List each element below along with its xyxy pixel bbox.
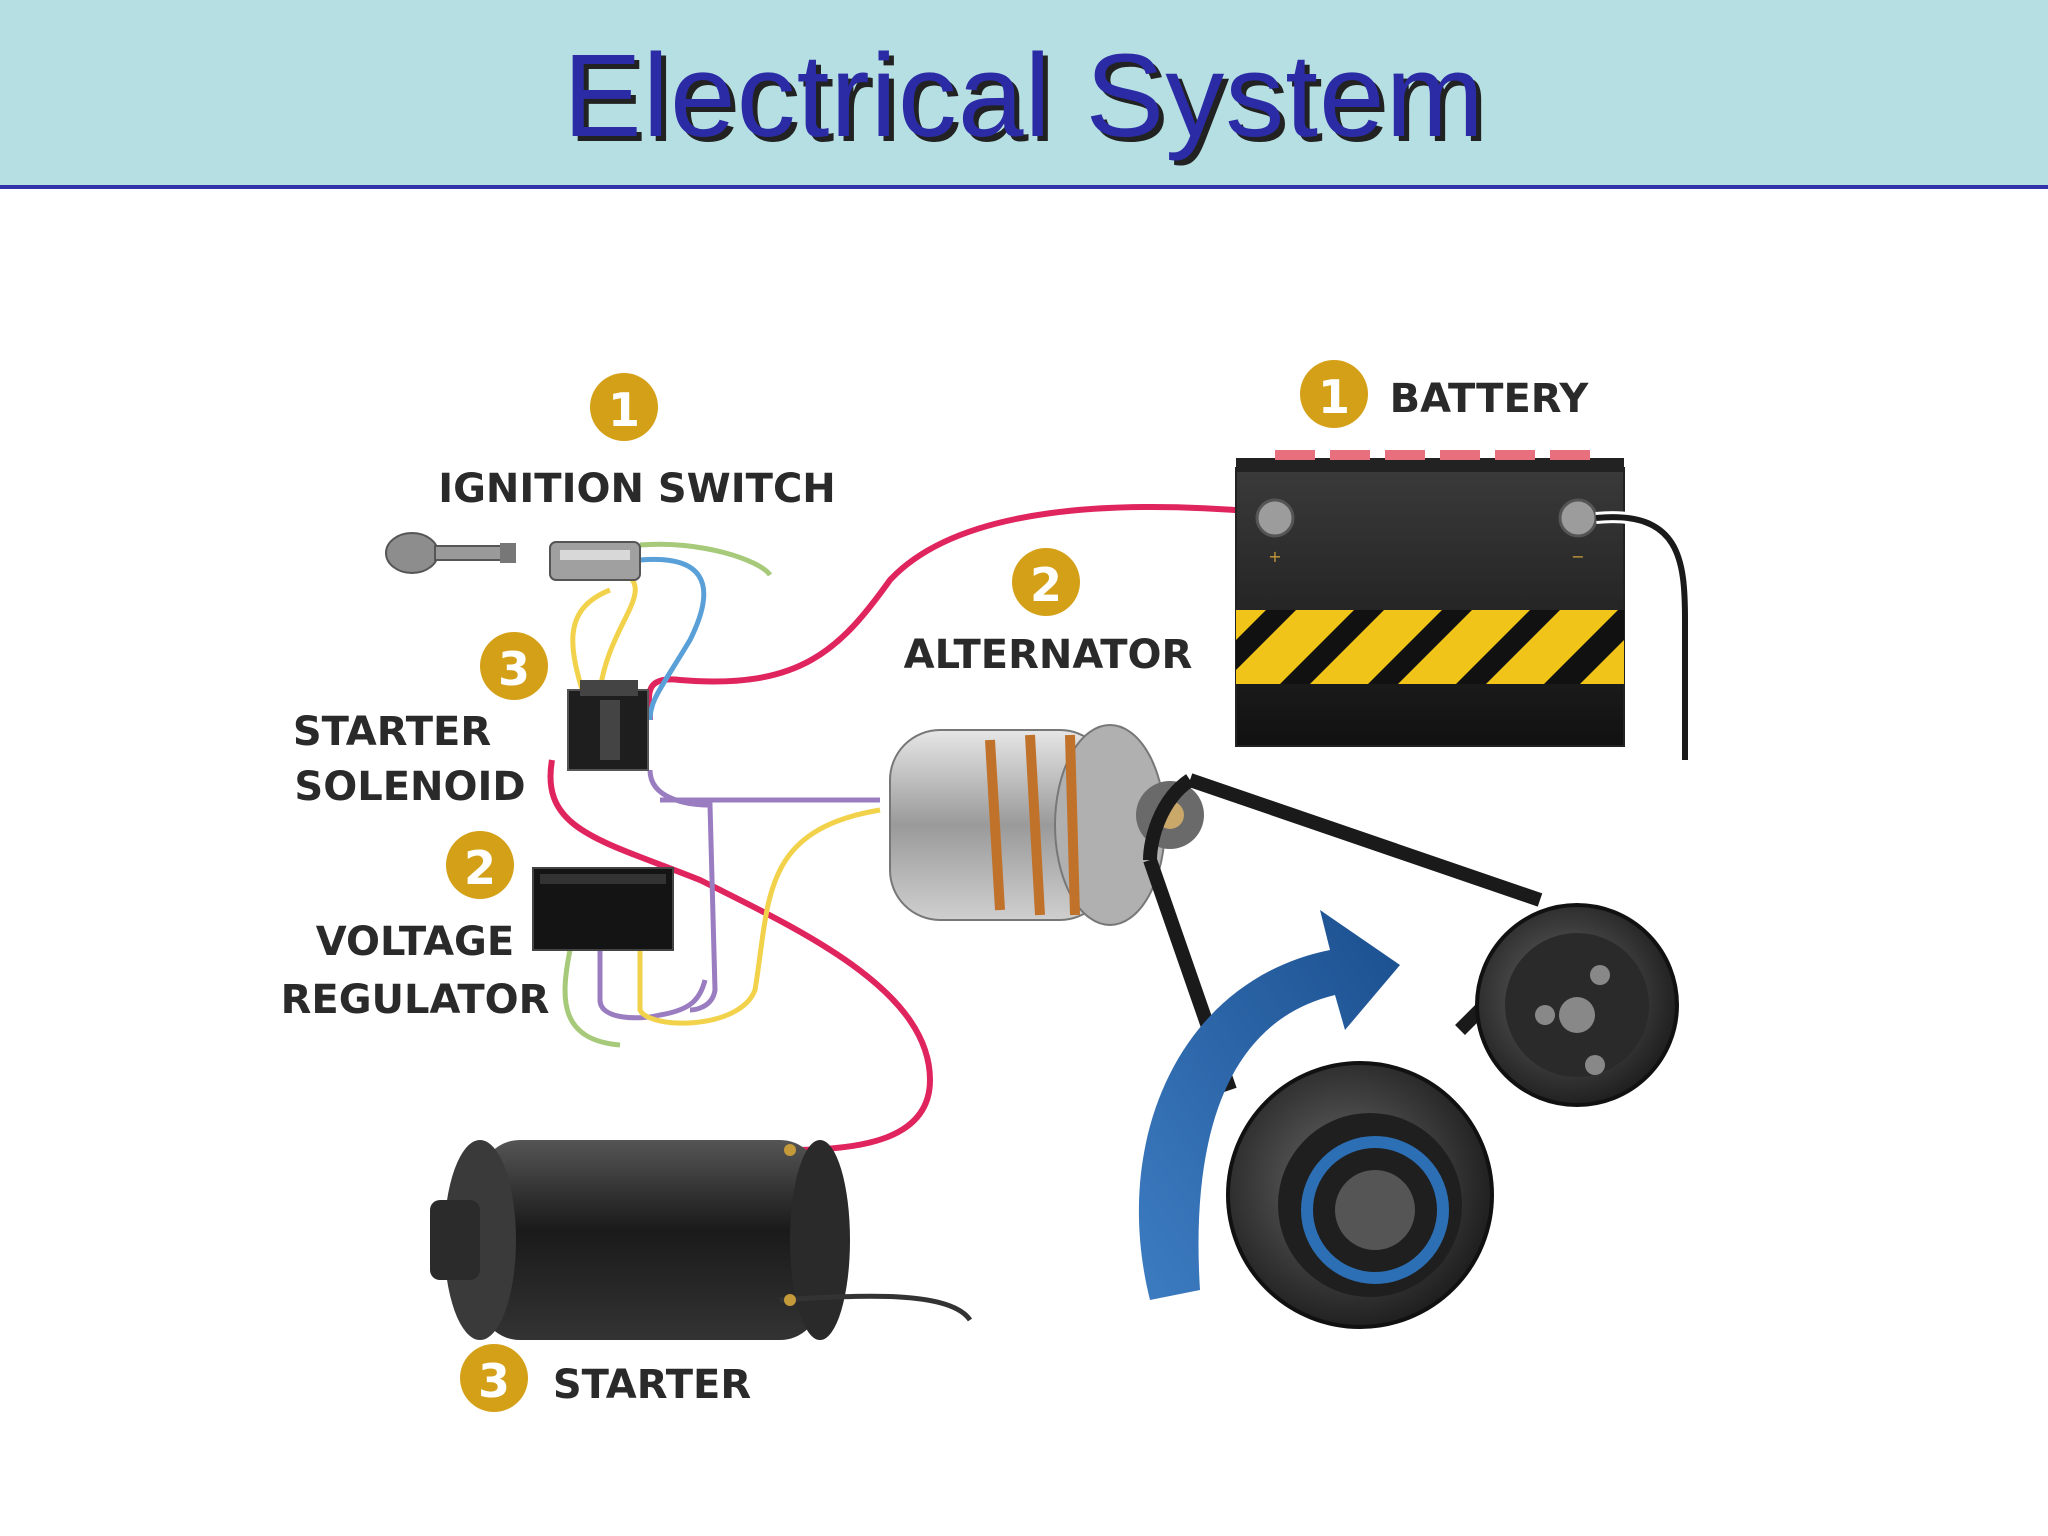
svg-text:−: − <box>1571 547 1584 566</box>
starter-solenoid-badge: 3 <box>480 632 548 700</box>
alternator-badge: 2 <box>1012 548 1080 616</box>
svg-text:+: + <box>1268 547 1281 566</box>
crankshaft-pulley-icon <box>1475 903 1679 1107</box>
starter-motor-icon <box>430 1140 973 1340</box>
alternator-label: ALTERNATOR <box>904 632 1193 678</box>
starter-solenoid-label-line2: SOLENOID <box>294 764 525 810</box>
voltage-regulator-label-line2: REGULATOR <box>281 977 550 1023</box>
ignition-switch-badge: 1 <box>590 373 658 441</box>
svg-text:2: 2 <box>464 841 496 895</box>
title-bar: Electrical System <box>0 0 2048 189</box>
belt-pulley-icon <box>1226 1061 1494 1329</box>
voltage-regulator-icon <box>532 867 674 951</box>
ignition-switch-icon <box>549 541 641 581</box>
voltage-regulator-badge: 2 <box>446 831 514 899</box>
battery-badge: 1 <box>1300 360 1368 428</box>
starter-label: STARTER <box>553 1362 751 1408</box>
svg-text:1: 1 <box>608 383 640 437</box>
voltage-regulator-label-line1: VOLTAGE <box>316 919 514 965</box>
svg-text:3: 3 <box>498 642 530 696</box>
svg-text:3: 3 <box>478 1354 510 1408</box>
starter-solenoid-label-line1: STARTER <box>293 709 491 755</box>
svg-text:1: 1 <box>1318 370 1350 424</box>
battery-label: BATTERY <box>1390 376 1590 422</box>
alternator-icon <box>889 724 1204 926</box>
starter-solenoid-icon <box>567 680 649 771</box>
slide-title: Electrical System <box>563 30 1485 162</box>
starter-badge: 3 <box>460 1344 528 1412</box>
rotation-arrow-icon <box>1138 910 1400 1300</box>
svg-text:2: 2 <box>1030 558 1062 612</box>
ignition-switch-label: IGNITION SWITCH <box>438 466 836 512</box>
ignition-key-icon <box>385 532 516 574</box>
battery-icon: + − <box>1235 450 1691 760</box>
